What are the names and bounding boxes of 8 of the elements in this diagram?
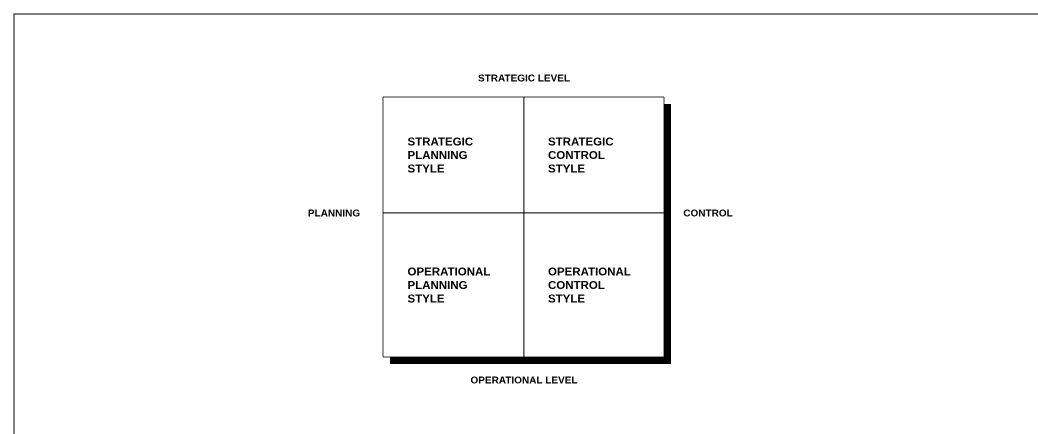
- grid-cell: OPERATIONAL PLANNING STYLE: [382, 212, 525, 358]
- axis-label: STRATEGIC LEVEL: [478, 74, 570, 82]
- axis-label: PLANNING: [308, 209, 360, 217]
- grid-cell: OPERATIONAL CONTROL STYLE: [523, 212, 665, 358]
- axis-label: CONTROL: [683, 209, 733, 217]
- axis-label: OPERATIONAL LEVEL: [470, 376, 578, 384]
- grid-cell: STRATEGIC PLANNING STYLE: [382, 96, 525, 214]
- grid-cell: STRATEGIC CONTROL STYLE: [523, 96, 665, 214]
